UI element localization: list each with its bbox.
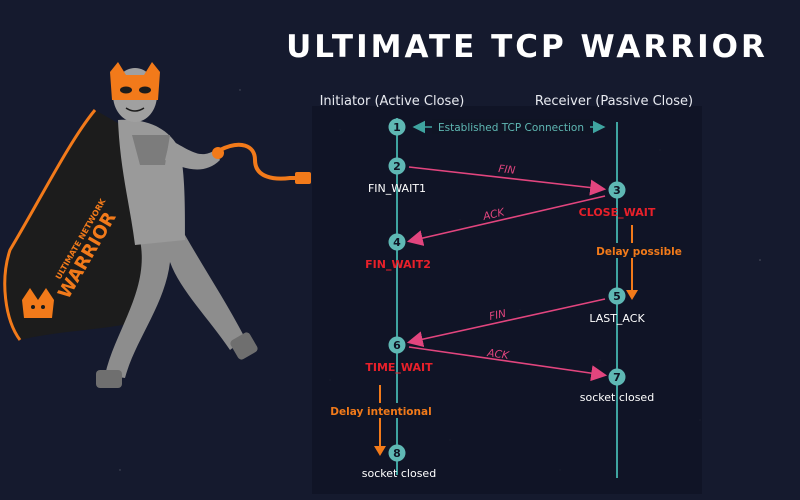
node-8: 8 [389,445,406,462]
state-label-initiator-closed: socket closed [362,467,436,480]
node-6: 6 [389,337,406,354]
state-label-receiver-closed: socket closed [580,391,654,404]
fin-label-1: FIN [498,163,516,177]
delay-possible-label: Delay possible [596,246,682,258]
svg-text:2: 2 [393,160,401,173]
state-label-fin-wait2: FIN_WAIT2 [365,258,431,271]
initiator-heading: Initiator (Active Close) [320,94,465,109]
state-label-close-wait: CLOSE_WAIT [579,206,656,219]
delay-intentional-label: Delay intentional [330,406,431,418]
receiver-heading: Receiver (Passive Close) [535,94,693,109]
svg-text:4: 4 [393,236,401,249]
node-4: 4 [389,234,406,251]
ethernet-cable-icon [220,145,298,179]
cape-warrior-mascot: ULTIMATE NETWORK WARRIOR [5,62,311,388]
state-label-time-wait: TIME_WAIT [365,361,433,374]
state-label-last-ack: LAST_ACK [589,312,645,325]
page-title: ULTIMATE TCP WARRIOR [286,29,768,65]
svg-text:7: 7 [613,371,621,384]
svg-text:3: 3 [613,184,621,197]
state-label-fin-wait1: FIN_WAIT1 [368,182,426,195]
node-5: 5 [609,288,626,305]
svg-text:1: 1 [393,121,401,134]
mask-icon [110,62,160,100]
node-7: 7 [609,369,626,386]
svg-text:5: 5 [613,290,621,303]
svg-text:8: 8 [393,447,401,460]
node-3: 3 [609,182,626,199]
svg-text:6: 6 [393,339,401,352]
node-2: 2 [389,158,406,175]
established-connection-label: Established TCP Connection [438,122,584,134]
node-1: 1 [389,119,406,136]
